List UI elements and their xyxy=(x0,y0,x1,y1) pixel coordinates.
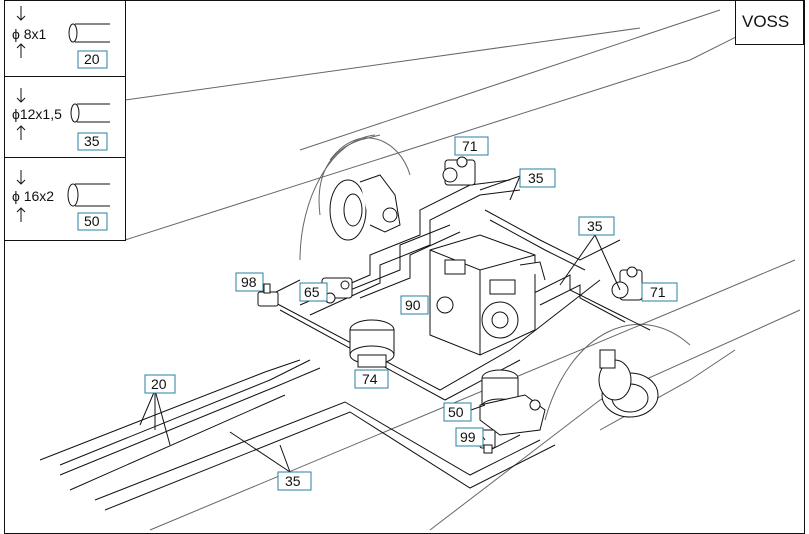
left-brake-disc xyxy=(329,174,401,241)
callout-71-top: 71 xyxy=(454,136,489,156)
callout-74: 74 xyxy=(354,369,389,389)
brand-label: VOSS xyxy=(742,12,789,31)
legend-row-12x1-5: ϕ12x1,5 35 xyxy=(12,88,110,151)
callout-71-right: 71 xyxy=(641,282,678,302)
callout-label: 20 xyxy=(151,376,167,392)
pipe-legend: ϕ 8x1 20 ϕ12x1,5 35 ϕ 16x2 50 xyxy=(4,0,126,241)
legend-ref-box xyxy=(77,212,108,231)
relay-valve-74 xyxy=(349,319,395,368)
callout-label: 35 xyxy=(285,473,301,489)
callout-label: 90 xyxy=(405,297,421,313)
callout-65: 65 xyxy=(299,282,328,302)
legend-ref-box xyxy=(77,132,108,151)
pipe-end-icon xyxy=(70,103,80,123)
legend-ref-label: 20 xyxy=(84,51,100,67)
valve-99 xyxy=(479,429,496,454)
brand-box: VOSS xyxy=(735,0,804,45)
valve-71-top xyxy=(442,156,476,186)
callout-90: 90 xyxy=(400,295,429,315)
legend-ref-label: 35 xyxy=(84,133,100,149)
legend-row-8x1: ϕ 8x1 20 xyxy=(12,6,110,69)
pipe-end-icon xyxy=(67,183,79,207)
callout-35-top: 35 xyxy=(519,168,556,188)
wall-thickness-arrows-icon xyxy=(16,88,26,140)
callout-label: 71 xyxy=(650,284,666,300)
pipe-end-icon xyxy=(68,23,78,43)
wall-thickness-arrows-icon xyxy=(16,6,26,58)
leader-lines xyxy=(139,175,621,473)
callout-50: 50 xyxy=(443,402,472,422)
callout-label: 74 xyxy=(362,371,378,387)
legend-size-label: ϕ12x1,5 xyxy=(12,106,62,122)
central-valve-block-90 xyxy=(429,234,546,356)
sensor-98 xyxy=(257,283,279,307)
callout-35-right: 35 xyxy=(578,216,615,236)
air-dryer-50 xyxy=(479,369,546,436)
callout-label: 35 xyxy=(587,218,603,234)
callout-98: 98 xyxy=(235,272,264,292)
legend-ref-label: 50 xyxy=(84,213,100,229)
callout-label: 98 xyxy=(241,274,257,290)
legend-ref-box xyxy=(77,50,108,69)
callout-99: 99 xyxy=(455,427,484,447)
callout-20: 20 xyxy=(144,374,176,394)
callout-label: 71 xyxy=(462,138,478,154)
legend-size-label: ϕ 16x2 xyxy=(12,188,54,204)
callout-label: 65 xyxy=(304,284,320,300)
wall-thickness-arrows-icon xyxy=(16,170,26,222)
callout-35-bottom: 35 xyxy=(277,471,312,491)
right-brake-disc xyxy=(598,349,659,418)
callout-label: 99 xyxy=(460,429,476,445)
pipe-legend-frame xyxy=(4,0,126,241)
callout-label: 35 xyxy=(528,170,544,186)
callout-label: 50 xyxy=(448,404,464,420)
legend-row-16x2: ϕ 16x2 50 xyxy=(12,170,110,231)
legend-size-label: ϕ 8x1 xyxy=(12,26,47,42)
